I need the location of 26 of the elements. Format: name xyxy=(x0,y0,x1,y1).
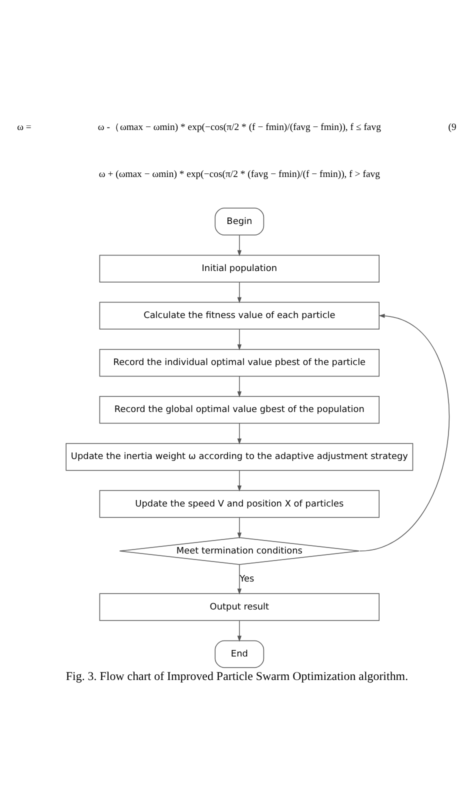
arrow xyxy=(237,564,242,595)
node-box: Record the global optimal value gbest of the population xyxy=(99,396,380,424)
node-box: Output result xyxy=(99,593,380,621)
node-box: Record the individual optimal value pbest of the particle xyxy=(99,348,380,377)
node-diamond: Meet termination conditions xyxy=(119,537,360,565)
node-box: Begin xyxy=(214,208,264,236)
arrow xyxy=(237,423,242,444)
label: ω = xyxy=(17,122,32,133)
node-box: Update the inertia weight ω according to the adaptive adjustment strategy xyxy=(66,443,414,471)
label: ω -（ωmax − ωmin) * exp(−cos(π/2 * (f − fmin)/(favg − fmin)), f ≤ favg xyxy=(98,122,381,133)
arrow xyxy=(237,329,242,350)
caption: Fig. 3. Flow chart of Improved Particle Swarm Optimization algorithm. xyxy=(66,669,408,684)
arrow xyxy=(237,234,242,256)
node-box: Update the speed V and position X of particles xyxy=(99,490,380,518)
arrow xyxy=(237,620,242,642)
arrow xyxy=(237,517,242,539)
node-box: Initial population xyxy=(99,254,380,282)
arrow xyxy=(237,282,242,304)
edge-label: Yes xyxy=(240,574,254,584)
arrow xyxy=(237,376,242,398)
node-box: End xyxy=(214,640,264,668)
label: ω + (ωmax − ωmin) * exp(−cos(π/2 * (favg − fmin)/(f − fmin)), f > favg xyxy=(98,169,380,180)
node-box: Calculate the fitness value of each particle xyxy=(99,302,380,330)
arrow xyxy=(237,470,242,492)
arrow xyxy=(359,314,450,552)
label: (9 xyxy=(448,122,456,133)
